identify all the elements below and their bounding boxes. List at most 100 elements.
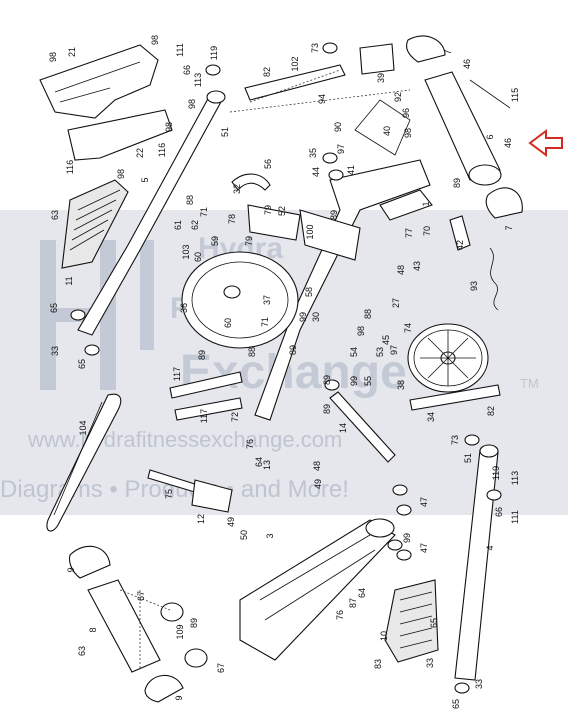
- part-label-70: 70: [422, 226, 432, 236]
- part-label-14: 14: [338, 423, 348, 433]
- part-9-upper-end-cap: [68, 545, 111, 579]
- part-label-76: 76: [335, 610, 345, 620]
- part-label-71: 71: [199, 207, 209, 217]
- part-label-83: 83: [373, 659, 383, 669]
- part-label-109: 109: [175, 624, 185, 639]
- part-label-103: 103: [181, 244, 191, 259]
- part-label-117: 117: [172, 367, 182, 381]
- part-label-115: 115: [510, 88, 520, 102]
- part-label-98: 98: [403, 128, 413, 138]
- part-label-60: 60: [193, 252, 203, 262]
- part-label-66: 66: [182, 65, 192, 75]
- watermark-trademark: TM: [520, 376, 539, 391]
- part-label-61: 61: [173, 220, 183, 230]
- part-label-37: 37: [262, 295, 272, 305]
- part-6-crank-tube: [424, 71, 501, 181]
- part-label-38: 38: [396, 380, 406, 390]
- part-label-76: 76: [245, 439, 255, 449]
- part-label-46: 46: [462, 59, 472, 69]
- part-label-74: 74: [403, 323, 413, 333]
- part-label-87: 87: [348, 598, 358, 608]
- part-label-36: 36: [179, 303, 189, 313]
- part-label-42: 42: [455, 240, 465, 250]
- part-label-63: 63: [50, 210, 60, 220]
- part-label-6: 6: [485, 134, 495, 139]
- part-label-59: 59: [210, 236, 220, 246]
- part-label-98: 98: [187, 99, 197, 109]
- part-7-upper-cap: [405, 35, 446, 63]
- part-label-62: 62: [190, 220, 200, 230]
- part-label-89: 89: [322, 375, 332, 385]
- part-label-111: 111: [510, 510, 520, 524]
- left-pointing-red-arrow-icon: [528, 129, 563, 157]
- part-label-21: 21: [67, 47, 77, 57]
- part-label-102: 102: [290, 56, 300, 71]
- part-label-98: 98: [356, 326, 366, 336]
- part-label-53: 53: [375, 347, 385, 357]
- part-label-35: 35: [308, 148, 318, 158]
- part-label-104: 104: [78, 420, 88, 435]
- part-label-116: 116: [157, 143, 167, 157]
- part-label-58: 58: [304, 287, 314, 297]
- part-14-axle: [329, 391, 396, 463]
- part-label-98: 98: [48, 52, 58, 62]
- part-7-lower-cap: [485, 187, 523, 219]
- part-42-sensor: [449, 215, 471, 251]
- part-34-crossbar: [409, 384, 501, 411]
- part-label-52: 52: [277, 206, 287, 216]
- part-12-bracket: [191, 479, 233, 513]
- parts-drawing: [39, 35, 523, 703]
- part-label-27: 27: [391, 298, 401, 308]
- part-22-console-cover: [67, 109, 173, 161]
- part-label-89: 89: [197, 350, 207, 360]
- part-label-56: 56: [263, 159, 273, 169]
- part-label-33: 33: [474, 679, 484, 689]
- part-104-drive-belt: [46, 393, 122, 532]
- part-label-67: 67: [216, 663, 226, 673]
- part-label-41: 41: [346, 165, 356, 175]
- part-label-97: 97: [336, 144, 346, 154]
- part-label-111: 111: [175, 43, 185, 57]
- part-label-48: 48: [312, 461, 322, 471]
- part-39-console: [359, 43, 395, 75]
- part-1-main-frame: [254, 159, 431, 421]
- part-label-13: 13: [262, 460, 272, 470]
- part-label-117: 117: [199, 409, 209, 423]
- part-32-bracket: [231, 173, 271, 191]
- part-78-mount: [247, 204, 301, 241]
- part-label-5: 5: [140, 177, 150, 182]
- part-label-94: 94: [317, 94, 327, 104]
- part-label-73: 73: [450, 435, 460, 445]
- part-label-88: 88: [185, 195, 195, 205]
- part-label-32: 32: [232, 184, 242, 194]
- part-label-79: 79: [244, 236, 254, 246]
- part-label-63: 63: [77, 646, 87, 656]
- part-label-93: 93: [469, 281, 479, 291]
- part-8-lower-tube: [87, 579, 161, 673]
- part-label-22: 22: [135, 148, 145, 158]
- part-label-92: 92: [393, 92, 403, 102]
- part-label-65: 65: [49, 303, 59, 313]
- part-label-72: 72: [230, 412, 240, 422]
- part-label-8: 8: [88, 627, 98, 632]
- part-9-lower-end-cap: [144, 674, 184, 703]
- part-label-82: 82: [262, 67, 272, 77]
- part-100-bracket: [299, 209, 361, 261]
- part-label-88: 88: [363, 309, 373, 319]
- part-label-47: 47: [419, 543, 429, 553]
- part-label-99: 99: [298, 312, 308, 322]
- part-label-98: 98: [164, 122, 174, 132]
- part-label-43: 43: [412, 261, 422, 271]
- part-label-9: 9: [66, 567, 76, 572]
- part-label-33: 33: [425, 658, 435, 668]
- part-label-39: 39: [376, 73, 386, 83]
- part-label-100: 100: [305, 224, 315, 239]
- part-label-4: 4: [485, 545, 495, 550]
- part-label-10: 10: [379, 631, 389, 641]
- part-label-45: 45: [381, 335, 391, 345]
- part-label-89: 89: [452, 178, 462, 188]
- part-label-119: 119: [491, 466, 501, 480]
- part-3-pedal-arm: [239, 519, 396, 661]
